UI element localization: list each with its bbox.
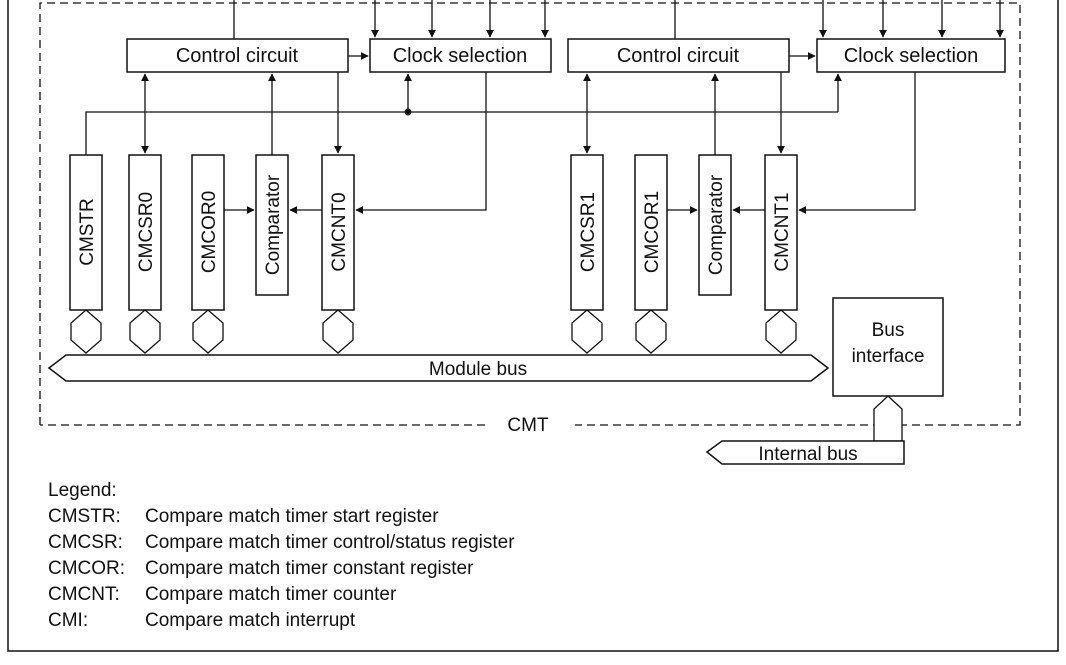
legend-description: Compare match timer counter: [145, 584, 397, 605]
cmcnt0-register: [321, 154, 355, 311]
legend-description: Compare match timer control/status regis…: [145, 532, 515, 553]
cmt-boundary: [39, 2, 1021, 426]
control-circuit-0-label: Control circuit: [176, 45, 299, 67]
legend-entry: CMCNT: Compare match timer counter: [48, 582, 515, 608]
control-circuit-0: [126, 38, 349, 73]
legend-key: CMCSR:: [48, 532, 123, 553]
module-bus-label: Module bus: [429, 359, 527, 380]
control-circuit-1-label: Control circuit: [617, 45, 740, 67]
legend-entry: CMCOR: Compare match timer constant regi…: [48, 556, 515, 582]
cmcsr0-label: CMCSR0: [136, 192, 157, 272]
legend-key: CMSTR:: [48, 506, 121, 527]
clock-selection-1: [816, 38, 1006, 73]
comparator0: [255, 154, 289, 296]
clock-selection-1-label: Clock selection: [844, 45, 979, 67]
cmcsr1-label: CMCSR1: [578, 192, 599, 272]
clock-selection-0: [369, 38, 552, 73]
cmstr-label: CMSTR: [77, 198, 98, 266]
legend-key: CMCOR:: [48, 558, 126, 579]
bus-connector: [70, 309, 797, 354]
clock-selection-0-label: Clock selection: [393, 45, 528, 67]
legend-description: Compare match timer constant register: [145, 558, 474, 579]
figure-frame: [7, 0, 1059, 652]
cmcor1-label: CMCOR1: [642, 191, 663, 273]
module-bus: [47, 354, 830, 382]
comparator1-label: Comparator: [706, 174, 727, 275]
cmcnt0-label: CMCNT0: [329, 192, 350, 271]
legend-entry: CMCSR: Compare match timer control/statu…: [48, 530, 515, 556]
internal-bus-connector: [873, 395, 903, 442]
bus-interface-label-line2: interface: [852, 346, 925, 367]
legend: Legend: CMSTR: Compare match timer start…: [48, 478, 515, 634]
internal-bus: [705, 440, 905, 465]
comparator0-label: Comparator: [263, 174, 284, 275]
legend-key: CMCNT:: [48, 584, 120, 605]
cmcsr0-register: [128, 154, 162, 311]
legend-description: Compare match timer start register: [145, 506, 439, 527]
cmt-label: CMT: [507, 415, 549, 436]
control-circuit-1: [567, 38, 790, 73]
cs0-to-cmcnt0-line: [355, 72, 487, 214]
legend-title: Legend:: [48, 480, 117, 501]
junction-dot: [404, 108, 412, 116]
legend-entry: CMSTR: Compare match timer start registe…: [48, 504, 515, 530]
internal-bus-label: Internal bus: [758, 444, 857, 465]
legend-description: Compare match interrupt: [145, 610, 356, 631]
bus-interface: [832, 297, 944, 397]
legend-entry: CMI: Compare match interrupt: [48, 608, 515, 634]
cmcor0-label: CMCOR0: [199, 191, 220, 273]
cmstr-start-line: [85, 111, 838, 155]
legend-key: CMI:: [48, 610, 89, 631]
cmcnt1-label: CMCNT1: [772, 192, 793, 271]
cmstr-register: [69, 154, 103, 311]
cs1-to-cmcnt1-line: [798, 72, 916, 214]
cmcsr1-register: [570, 154, 604, 311]
bus-interface-label-line1: Bus: [872, 320, 905, 341]
